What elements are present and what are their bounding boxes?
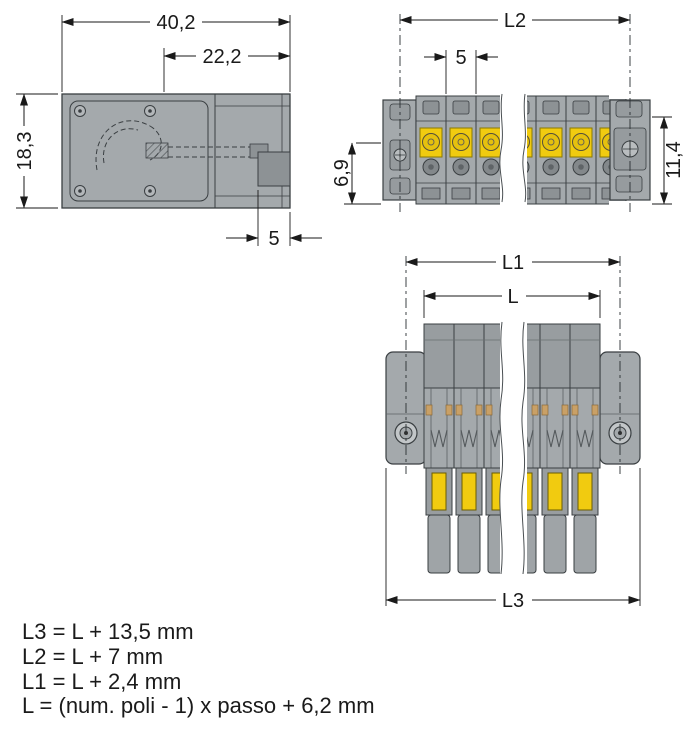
pole-module: [445, 95, 477, 205]
pole-module: [535, 95, 567, 205]
dim-label-L3: L3: [502, 590, 524, 612]
pin-module: [453, 323, 485, 574]
formula-L1: L1 = L + 2,4 mm: [22, 669, 181, 694]
front-view: L2 5 6,9 11,4: [331, 10, 685, 212]
pole-module: [565, 95, 597, 205]
front-left-flange: [382, 99, 417, 201]
dim-label-upper-height: 11,4: [663, 141, 685, 178]
side-coding-tab: [257, 151, 291, 187]
screw-hole: [74, 105, 156, 197]
dim-label-tab: 5: [268, 228, 279, 250]
dim-label-lower-height: 6,9: [331, 159, 353, 187]
pin-module: [423, 323, 455, 574]
dim-label-height: 18,3: [14, 132, 36, 171]
side-view: 40,2 22,2 18,3 5: [12, 12, 322, 250]
length-break: [499, 318, 527, 580]
pole-module: [415, 95, 447, 205]
dim-label-L1: L1: [502, 252, 524, 274]
pin-module: [539, 323, 571, 574]
dim-label-overall-width: 40,2: [157, 12, 196, 34]
formula-block: L3 = L + 13,5 mm L2 = L + 7 mm L1 = L + …: [22, 619, 375, 718]
dim-label-pitch: 5: [455, 47, 466, 69]
length-break: [499, 90, 527, 212]
dim-label-L: L: [507, 286, 518, 308]
dim-label-L2: L2: [504, 10, 526, 32]
formula-L3: L3 = L + 13,5 mm: [22, 619, 194, 644]
dim-label-plug-depth: 22,2: [203, 46, 242, 68]
internal-spring-contact: [95, 120, 269, 171]
formula-L2: L2 = L + 7 mm: [22, 644, 163, 669]
plug-view: L1 L L3: [385, 252, 641, 612]
side-cover-plate: [69, 100, 209, 202]
formula-L: L = (num. poli - 1) x passo + 6,2 mm: [22, 693, 375, 718]
pin-module: [569, 323, 601, 574]
